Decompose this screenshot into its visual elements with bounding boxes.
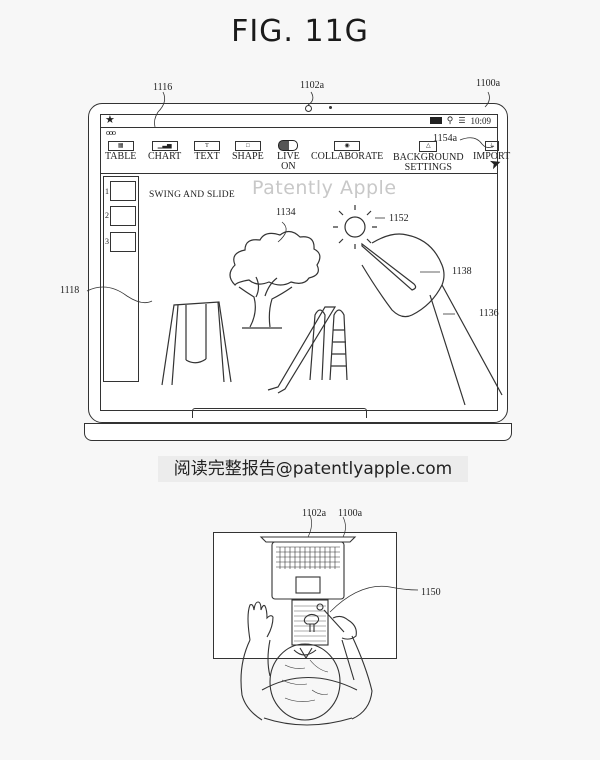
- toolbar: ooo ▦ TABLE ▁▃▅ CHART T TEXT □ SHAPE LIV…: [101, 128, 510, 174]
- ref-1138: 1138: [452, 266, 472, 277]
- swing-drawing: [161, 301, 232, 386]
- battery-icon: [429, 117, 442, 124]
- table-icon: ▦: [107, 141, 134, 151]
- slide-thumbnail-3[interactable]: [110, 232, 136, 252]
- chart-button[interactable]: ▁▃▅ CHART: [148, 141, 182, 162]
- collaborate-button[interactable]: ◉ COLLABORATE: [311, 141, 384, 162]
- background-settings-button[interactable]: △ BACKGROUND SETTINGS: [393, 141, 464, 173]
- slide-thumbnail-2[interactable]: [110, 206, 136, 226]
- star-icon[interactable]: ★: [105, 114, 115, 126]
- import-icon: ⤓: [484, 141, 499, 151]
- laptop-hinge: [192, 408, 367, 418]
- import-button[interactable]: ⤓ IMPORT: [473, 141, 511, 162]
- ref-top-1100a: 1100a: [338, 508, 363, 519]
- tree-drawing: [229, 230, 321, 329]
- hand-stylus-drawing: [361, 233, 503, 406]
- camera-indicator-dot: [329, 106, 332, 109]
- ref-1154a: 1154a: [433, 133, 458, 144]
- ref-top-1102a: 1102a: [302, 508, 327, 519]
- search-icon[interactable]: ⚲: [446, 115, 454, 125]
- live-toggle[interactable]: LIVE ON: [277, 140, 300, 172]
- text-button[interactable]: T TEXT: [194, 141, 220, 162]
- camera-icon: [305, 105, 312, 112]
- ref-1136: 1136: [479, 308, 499, 319]
- status-area: ⚲ ☰ 10:09: [429, 115, 491, 126]
- clock: 10:09: [470, 115, 491, 126]
- table-button[interactable]: ▦ TABLE: [105, 141, 137, 162]
- chart-icon: ▁▃▅: [151, 141, 178, 151]
- laptop-base: [84, 423, 512, 441]
- promo-banner[interactable]: 阅读完整报告@patentlyapple.com: [158, 456, 468, 482]
- document-title: SWING AND SLIDE: [149, 190, 235, 200]
- ref-1116: 1116: [153, 82, 173, 93]
- laptop-screen: [100, 114, 498, 411]
- ref-1150: 1150: [421, 587, 441, 598]
- figure-title: FIG. 11G: [231, 14, 369, 49]
- control-center-icon[interactable]: ☰: [458, 116, 466, 125]
- toggle-icon: [278, 140, 299, 151]
- sun-drawing: [333, 205, 377, 249]
- menu-bar: ★ ⚲ ☰ 10:09: [101, 114, 497, 128]
- ref-1134: 1134: [276, 207, 296, 218]
- text-icon: T: [194, 141, 220, 151]
- watermark: Patently Apple: [252, 177, 397, 199]
- shape-button[interactable]: □ SHAPE: [232, 141, 264, 162]
- background-icon: △: [419, 141, 438, 152]
- collaborate-icon: ◉: [334, 141, 361, 151]
- ref-1100a: 1100a: [476, 78, 501, 89]
- ref-1102a: 1102a: [300, 80, 325, 91]
- window-controls[interactable]: ooo: [106, 128, 116, 137]
- ref-1152: 1152: [389, 213, 409, 224]
- ref-1118: 1118: [60, 285, 80, 296]
- shape-icon: □: [234, 141, 261, 151]
- slide-thumbnail-1[interactable]: [110, 181, 136, 201]
- slide-drawing: [267, 306, 348, 394]
- slide-sidebar: 1 2 3: [103, 176, 139, 382]
